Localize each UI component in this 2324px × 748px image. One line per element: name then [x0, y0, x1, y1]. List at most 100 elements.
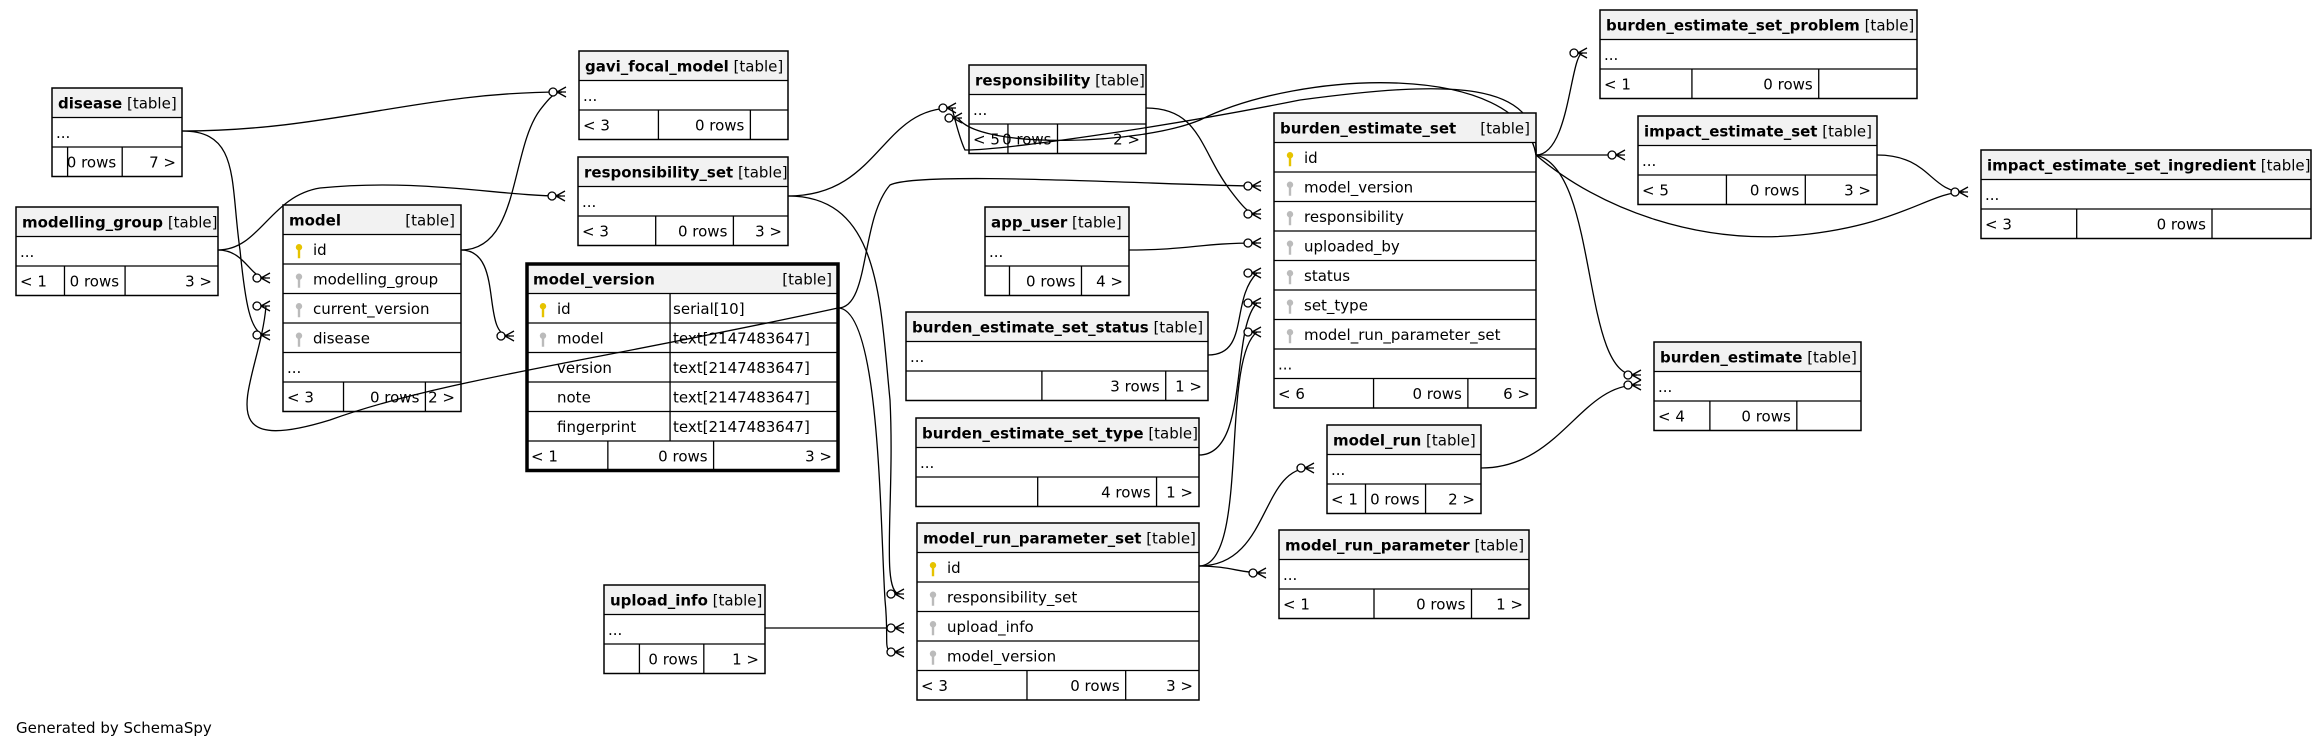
table-border — [1599, 9, 1918, 100]
primary-key-icon — [539, 303, 547, 318]
row-count: 0 rows — [648, 651, 698, 669]
column-note: note — [557, 389, 591, 407]
more-columns-ellipsis: ... — [910, 348, 924, 366]
table-header-bg — [985, 207, 1129, 237]
table-model_run_parameter_set[interactable]: model_run_parameter_set [table]idrespons… — [916, 522, 1200, 701]
row-count: 3 rows — [1110, 378, 1160, 396]
foreign-key-icon — [1286, 211, 1294, 226]
more-columns-ellipsis: ... — [287, 359, 301, 377]
table-header-bg — [1274, 113, 1536, 143]
crowfoot-marker — [496, 330, 515, 342]
edge-mrps-to-bes — [1198, 331, 1258, 567]
crowfoot-marker — [1623, 379, 1642, 391]
table-border — [984, 206, 1130, 297]
edge-run-to-be — [1480, 384, 1638, 469]
table-border — [915, 417, 1200, 508]
edge-mrps-to-run — [1198, 467, 1311, 567]
column-current_version: current_version — [313, 300, 430, 319]
row-count: 0 rows — [1370, 491, 1420, 509]
table-burden_estimate_set_status[interactable]: burden_estimate_set_status [table]... 3 r… — [905, 311, 1209, 402]
parent-count: < 6 — [1278, 385, 1305, 403]
table-border — [968, 64, 1147, 155]
parent-count: < 3 — [921, 677, 948, 695]
child-count: 3 > — [805, 448, 832, 466]
table-name: burden_estimate_set_problem [table] — [1606, 17, 1914, 35]
table-name: burden_estimate [table] — [1660, 349, 1857, 367]
edge-model-to-mv — [460, 249, 511, 337]
crowfoot-marker — [938, 102, 957, 114]
column-id: id — [313, 241, 327, 259]
table-name: modelling_group [table] — [22, 214, 218, 232]
table-type-label: [table] — [405, 212, 455, 230]
table-border — [1653, 341, 1862, 432]
row-count: 0 rows — [370, 389, 420, 407]
foreign-key-icon — [295, 273, 303, 288]
edge-mv-to-bes — [837, 177, 1258, 309]
table-burden_estimate_set_type[interactable]: burden_estimate_set_type [table]...4 row… — [915, 417, 1200, 508]
row-count: 0 rows — [1750, 182, 1800, 200]
child-count: 7 > — [149, 154, 176, 172]
edge-appuser-to-bes — [1128, 242, 1258, 251]
more-columns-ellipsis: ... — [989, 243, 1003, 261]
more-columns-ellipsis: ... — [1331, 461, 1345, 479]
table-border — [282, 204, 462, 413]
edge-disease-to-gavi — [181, 91, 563, 132]
table-header-bg — [579, 51, 788, 81]
more-columns-ellipsis: ... — [1642, 152, 1656, 170]
edge-impact-to-ingredient — [1876, 154, 1965, 193]
more-columns-ellipsis: ... — [1278, 356, 1292, 374]
parent-count: < 1 — [1283, 596, 1310, 614]
edge-mv-to-model — [246, 305, 839, 432]
table-burden_estimate_set[interactable]: burden_estimate_set[table]idmodel_versio… — [1273, 112, 1537, 409]
edge-bes-to-resp — [951, 88, 1537, 156]
crowfoot-marker — [252, 300, 271, 312]
primary-key-icon — [929, 562, 937, 577]
table-name: burden_estimate_set_status [table] — [912, 319, 1203, 337]
column-disease: disease — [313, 330, 370, 348]
foreign-key-icon — [1286, 270, 1294, 285]
column-id: id — [557, 300, 571, 318]
foreign-key-icon — [295, 303, 303, 318]
parent-count: < 3 — [287, 389, 314, 407]
child-count: 4 > — [1096, 273, 1123, 291]
table-name: model_run_parameter_set [table] — [923, 530, 1196, 548]
crowfoot-marker — [1569, 47, 1588, 59]
generated-by-label: Generated by SchemaSpy — [16, 719, 212, 737]
table-burden_estimate_set_problem[interactable]: burden_estimate_set_problem [table]...< … — [1599, 9, 1918, 100]
crowfoot-marker — [944, 112, 963, 124]
crowfoot-marker — [252, 272, 271, 284]
crowfoot-marker — [1243, 267, 1262, 279]
parent-count: < 1 — [20, 273, 47, 291]
row-count: 0 rows — [1002, 131, 1052, 149]
foreign-key-icon — [539, 332, 547, 347]
foreign-key-icon — [929, 650, 937, 665]
table-border — [15, 206, 219, 297]
child-count: 3 > — [1844, 182, 1871, 200]
child-count: 1 > — [1496, 596, 1523, 614]
table-header-bg — [1327, 425, 1481, 455]
table-impact_estimate_set_ingredient[interactable]: impact_estimate_set_ingredient [table]..… — [1980, 149, 2312, 240]
row-count: 0 rows — [2157, 216, 2207, 234]
more-columns-ellipsis: ... — [582, 193, 596, 211]
table-model[interactable]: model[table]idmodelling_groupcurrent_ver… — [282, 204, 462, 413]
edge-bes-to-resp2 — [957, 82, 1537, 156]
child-count: 3 > — [755, 223, 782, 241]
foreign-key-icon — [1286, 181, 1294, 196]
column-version: version — [557, 359, 612, 377]
more-columns-ellipsis: ... — [973, 101, 987, 119]
crowfoot-marker — [1243, 208, 1262, 220]
parent-count: < 3 — [583, 117, 610, 135]
